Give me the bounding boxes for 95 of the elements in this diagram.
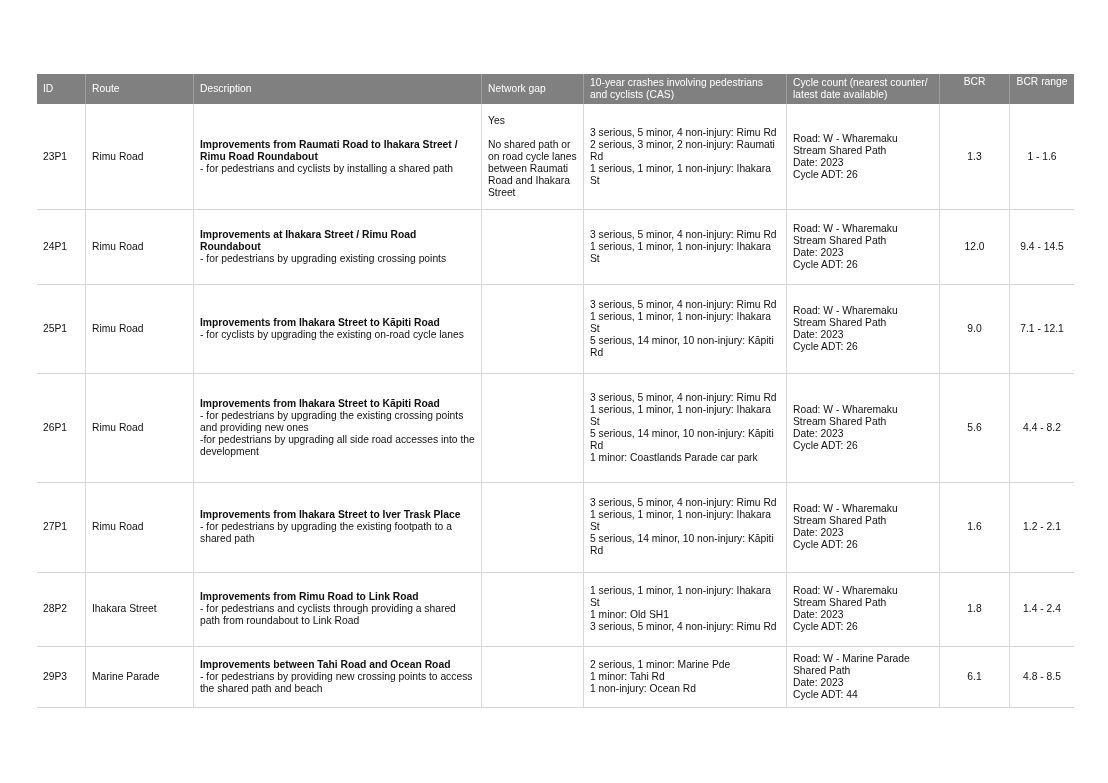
route-name: Rimu Road xyxy=(92,240,145,253)
cycle-count-info: Road: W - Wharemaku Stream Shared Path xyxy=(793,304,899,329)
network-gap-text: No shared path or on road cycle lanes between Raumati Road and Ihakara Street xyxy=(488,138,577,199)
bcr-range: 9.4 - 14.5 xyxy=(1020,240,1064,253)
project-title: Improvements from Raumati Road to Ihakara Street / Rimu Road Roundabout xyxy=(200,138,459,163)
route-name: Marine Parade xyxy=(92,670,161,683)
network-gap-text: Yes xyxy=(488,114,506,127)
bcr-range: 1.4 - 2.4 xyxy=(1023,603,1061,615)
bcr-value: 6.1 xyxy=(967,670,982,683)
row-id: 26P1 xyxy=(43,421,69,434)
row-id: 25P1 xyxy=(43,322,69,335)
bcr-range: 7.1 - 12.1 xyxy=(1020,322,1064,335)
cycle-count-info: Date: 2023 xyxy=(793,676,845,689)
crash-record: 1 serious, 1 minor, 1 non-injury: Ihakara St xyxy=(590,240,772,265)
bcr-value: 9.0 xyxy=(967,322,982,335)
crash-record: 3 serious, 5 minor, 4 non-injury: Rimu Rd xyxy=(590,298,778,311)
bcr-range: 4.8 - 8.5 xyxy=(1023,670,1061,683)
bcr-range: 4.4 - 8.2 xyxy=(1023,421,1061,434)
crash-record: 2 serious, 3 minor, 2 non-injury: Raumati Rd xyxy=(590,138,776,163)
project-description: - for pedestrians and cyclists by installing a shared path xyxy=(200,162,454,175)
crash-record: 2 serious, 1 minor: Marine Pde xyxy=(590,658,732,671)
cycle-count-info: Cycle ADT: 44 xyxy=(793,688,859,701)
cycle-count-info: Cycle ADT: 26 xyxy=(793,539,859,551)
crash-record: 1 non-injury: Ocean Rd xyxy=(590,682,697,695)
bcr-value: 5.6 xyxy=(967,421,982,434)
project-description: - for pedestrians by providing new crossing points to access the shared path and beach xyxy=(200,670,474,695)
crash-record: 3 serious, 5 minor, 4 non-injury: Rimu Rd xyxy=(590,126,778,139)
project-description: - for pedestrians by upgrading existing crossing points xyxy=(200,252,448,265)
route-name: Rimu Road xyxy=(92,150,145,163)
column-header: BCR range xyxy=(1016,76,1068,88)
project-title: Improvements from Ihakara Street to Kāpiti Road xyxy=(200,397,441,410)
bcr-range: 1.2 - 2.1 xyxy=(1023,521,1061,533)
cycle-count-info: Road: W - Marine Parade Shared Path xyxy=(793,652,911,677)
cycle-count-info: Road: W - Wharemaku Stream Shared Path xyxy=(793,585,899,609)
cycle-count-info: Date: 2023 xyxy=(793,328,845,341)
row-id: 29P3 xyxy=(43,670,69,683)
project-title: Improvements from Rimu Road to Link Road xyxy=(200,591,420,603)
crash-record: 1 minor: Old SH1 xyxy=(590,609,670,621)
cycle-count-info: Cycle ADT: 26 xyxy=(793,439,859,452)
project-description: - for cyclists by upgrading the existing on-road cycle lanes xyxy=(200,328,465,341)
column-header: ID xyxy=(43,83,55,95)
project-title: Improvements from Ihakara Street to Kāpiti Road xyxy=(200,316,441,329)
bcr-value: 12.0 xyxy=(964,240,985,253)
route-name: Rimu Road xyxy=(92,421,145,434)
project-title: Improvements from Ihakara Street to Iver Trask Place xyxy=(200,509,462,521)
column-header: Network gap xyxy=(488,83,547,95)
bcr-value: 1.3 xyxy=(967,150,982,163)
cycle-count-info: Date: 2023 xyxy=(793,246,845,259)
cycle-count-info: Cycle ADT: 26 xyxy=(793,340,859,353)
cycle-count-info: Road: W - Wharemaku Stream Shared Path xyxy=(793,503,899,527)
crash-record: 1 serious, 1 minor, 1 non-injury: Ihakara St xyxy=(590,585,772,609)
cycle-count-info: Date: 2023 xyxy=(793,527,845,539)
crash-record: 1 serious, 1 minor, 1 non-injury: Ihakara St xyxy=(590,403,772,428)
crash-record: 5 serious, 14 minor, 10 non-injury: Kāpiti Rd xyxy=(590,427,775,452)
column-header: Route xyxy=(92,83,121,95)
crash-record: 3 serious, 5 minor, 4 non-injury: Rimu Rd xyxy=(590,391,778,404)
column-header: BCR xyxy=(963,76,986,88)
project-description: - for pedestrians and cyclists through providing a shared path from roundabout to Link Road xyxy=(200,603,457,627)
route-name: Rimu Road xyxy=(92,521,145,533)
bcr-range: 1 - 1.6 xyxy=(1027,150,1057,163)
route-name: Ihakara Street xyxy=(92,603,158,615)
route-name: Rimu Road xyxy=(92,322,145,335)
crash-record: 1 minor: Tahi Rd xyxy=(590,670,666,683)
crash-record: 3 serious, 5 minor, 4 non-injury: Rimu Rd xyxy=(590,621,778,633)
bcr-value: 1.6 xyxy=(967,521,982,533)
crash-record: 3 serious, 5 minor, 4 non-injury: Rimu Rd xyxy=(590,228,778,241)
crash-record: 1 serious, 1 minor, 1 non-injury: Ihakara St xyxy=(590,509,772,533)
column-header: 10-year crashes involving pedestrians and cyclists (CAS) xyxy=(590,77,764,101)
project-title: Improvements between Tahi Road and Ocean Road xyxy=(200,658,452,671)
bcr-value: 1.8 xyxy=(967,603,982,615)
cycle-count-info: Date: 2023 xyxy=(793,156,845,169)
cycle-count-info: Date: 2023 xyxy=(793,427,845,440)
crash-record: 1 minor: Coastlands Parade car park xyxy=(590,451,759,464)
crash-record: 3 serious, 5 minor, 4 non-injury: Rimu Rd xyxy=(590,497,778,509)
crash-record: 1 serious, 1 minor, 1 non-injury: Ihakara St xyxy=(590,310,772,335)
cycle-count-info: Cycle ADT: 26 xyxy=(793,258,859,271)
cycle-count-info: Cycle ADT: 26 xyxy=(793,168,859,181)
row-id: 24P1 xyxy=(43,240,69,253)
project-description: - for pedestrians by upgrading the existing footpath to a shared path xyxy=(200,521,453,545)
crash-record: 5 serious, 14 minor, 10 non-injury: Kāpiti Rd xyxy=(590,334,775,359)
cycle-count-info: Road: W - Wharemaku Stream Shared Path xyxy=(793,403,899,428)
cycle-count-info: Cycle ADT: 26 xyxy=(793,621,859,633)
project-title: Improvements at Ihakara Street / Rimu Road Roundabout xyxy=(200,228,418,253)
cycle-count-info: Date: 2023 xyxy=(793,609,845,621)
crash-record: 5 serious, 14 minor, 10 non-injury: Kāpiti Rd xyxy=(590,533,775,557)
row-id: 27P1 xyxy=(43,521,69,533)
row-id: 23P1 xyxy=(43,150,69,163)
column-header: Cycle count (nearest counter/ latest date available) xyxy=(793,77,929,101)
row-id: 28P2 xyxy=(43,603,69,615)
cycle-count-info: Road: W - Wharemaku Stream Shared Path xyxy=(793,132,899,157)
crash-record: 1 serious, 1 minor, 1 non-injury: Ihakara St xyxy=(590,162,772,187)
project-description: -for pedestrians by upgrading all side road accesses into the development xyxy=(200,433,475,458)
column-header: Description xyxy=(200,83,253,95)
cycle-count-info: Road: W - Wharemaku Stream Shared Path xyxy=(793,222,899,247)
project-description: - for pedestrians by upgrading the existing crossing points and providing new ones xyxy=(200,409,465,434)
